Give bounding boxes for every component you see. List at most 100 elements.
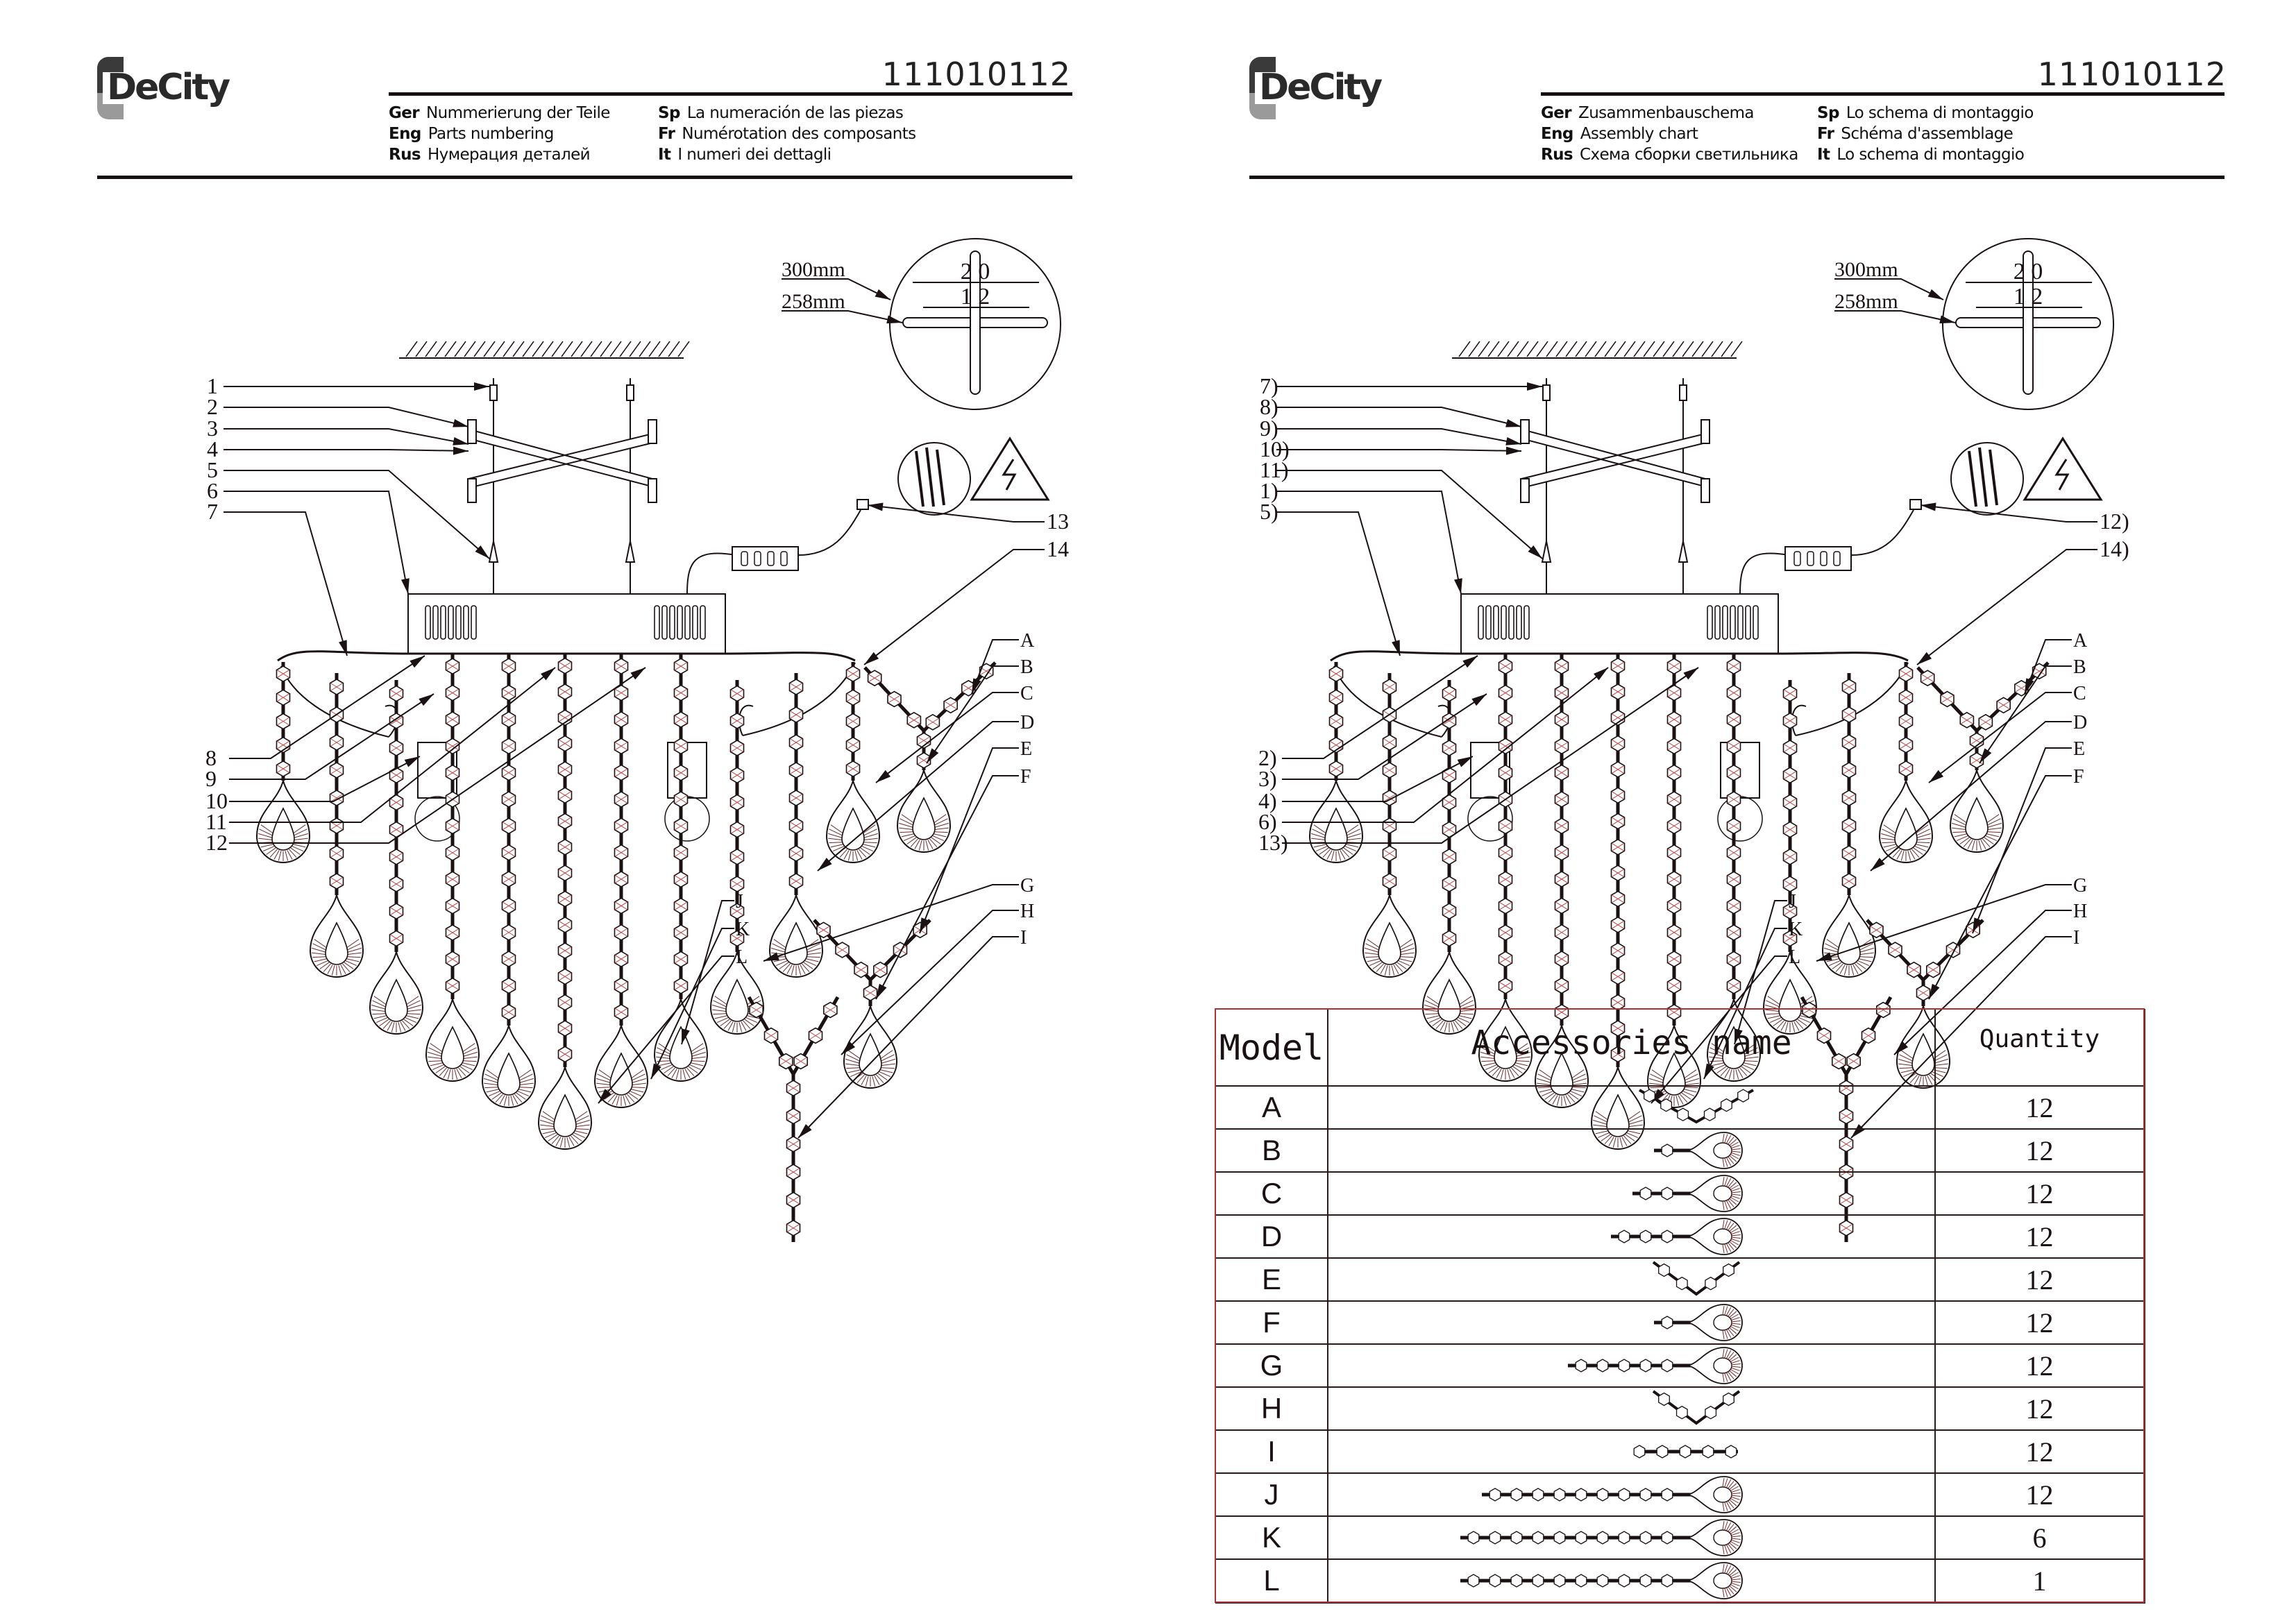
- teardrop-facet: [1567, 1094, 1576, 1103]
- teardrop-facet: [294, 838, 308, 841]
- teardrop-facet: [1900, 1050, 1914, 1060]
- teardrop-facet: [607, 1094, 616, 1103]
- bead-facet: [446, 901, 459, 910]
- bead-facet: [1611, 739, 1625, 748]
- teardrop-facet: [1784, 1022, 1789, 1033]
- teardrop-hole: [1713, 1486, 1732, 1503]
- bead-facet: [446, 688, 459, 697]
- teardrop-facet: [273, 850, 280, 860]
- teardrop-facet: [1722, 1157, 1725, 1168]
- bead-facet: [730, 798, 744, 807]
- teardrop-facet: [856, 1074, 865, 1083]
- bead-facet: [276, 764, 290, 773]
- teardrop-facet: [900, 831, 913, 833]
- teardrop-facet: [1902, 1071, 1915, 1078]
- arrowhead: [1528, 545, 1542, 559]
- bead-facet: [502, 768, 516, 777]
- teardrop-facet: [1369, 960, 1381, 967]
- teardrop-facet: [1372, 962, 1383, 969]
- part-label-10: 10: [205, 788, 228, 813]
- teardrop-facet: [1537, 1073, 1551, 1081]
- teardrop-facet: [1628, 1124, 1643, 1128]
- teardrop-facet: [1426, 1015, 1440, 1019]
- bead-facet: [1667, 928, 1681, 937]
- teardrop-facet: [1347, 829, 1360, 836]
- bead-facet: [1847, 1057, 1860, 1066]
- bead-facet: [389, 852, 403, 861]
- vent-slot: [463, 605, 469, 640]
- teardrop-facet: [1797, 1019, 1807, 1026]
- teardrop-facet: [1724, 1564, 1728, 1574]
- teardrop-facet: [1982, 838, 1991, 847]
- teardrop-facet: [1828, 960, 1841, 967]
- teardrop-facet: [829, 829, 843, 836]
- bead-facet: [1783, 880, 1797, 888]
- bead-facet: [614, 768, 628, 777]
- crystal-bead: [1467, 1531, 1480, 1545]
- ceiling-hatch: [629, 341, 641, 357]
- leader-line: [681, 900, 734, 1045]
- table-header-row: Model Accessories name Quantity: [1216, 1010, 2143, 1085]
- teardrop-facet: [1832, 962, 1842, 969]
- teardrop-facet: [1552, 1095, 1558, 1105]
- teardrop-facet: [519, 1082, 534, 1086]
- leader-line: [229, 655, 425, 759]
- ceiling-hatch: [668, 341, 680, 357]
- bead-facet: [1442, 689, 1456, 698]
- teardrop-facet: [1731, 1231, 1740, 1235]
- teardrop-facet: [484, 1087, 498, 1089]
- teardrop-facet: [1681, 1092, 1691, 1100]
- table-row: H 12: [1216, 1386, 2143, 1429]
- teardrop-facet: [347, 943, 361, 951]
- arrowhead: [419, 694, 434, 706]
- crystal-bead: [1661, 1531, 1673, 1545]
- bead-facet: [502, 875, 516, 883]
- teardrop-facet: [1916, 833, 1931, 838]
- bead-facet: [446, 662, 459, 671]
- teardrop-facet: [1572, 1087, 1586, 1089]
- teardrop-facet: [744, 1019, 754, 1026]
- teardrop-facet: [1985, 835, 1998, 842]
- teardrop-facet: [1730, 1314, 1739, 1319]
- teardrop-facet: [1311, 838, 1326, 841]
- letter-label-B: B: [1020, 656, 1033, 678]
- teardrop-facet: [879, 1050, 893, 1060]
- part-label-12: 12: [205, 830, 228, 855]
- teardrop-facet: [1728, 1543, 1734, 1552]
- teardrop-facet: [1744, 1051, 1759, 1057]
- teardrop-facet: [491, 1092, 502, 1100]
- bead-facet: [330, 794, 344, 802]
- bead-facet: [276, 717, 290, 726]
- leader-line: [1920, 504, 2097, 522]
- teardrop-facet: [1485, 1064, 1497, 1071]
- teardrop-facet: [1724, 1545, 1728, 1554]
- arrowhead: [1734, 1028, 1743, 1044]
- teardrop-facet: [1729, 1370, 1737, 1377]
- teardrop-facet: [597, 1087, 611, 1089]
- arrowhead: [1980, 748, 1992, 763]
- arrowhead: [927, 748, 939, 763]
- teardrop-facet: [1728, 1069, 1732, 1080]
- crystal-bead: [1705, 1276, 1717, 1291]
- teardrop-facet: [1460, 1009, 1474, 1012]
- arm-curve: [1333, 662, 1909, 738]
- teardrop-facet: [1850, 965, 1855, 976]
- teardrop-facet: [443, 1069, 449, 1078]
- rod-anchor: [1542, 384, 1551, 401]
- bead-facet: [846, 670, 860, 679]
- teardrop-facet: [881, 1067, 895, 1069]
- teardrop-facet: [1722, 1219, 1725, 1230]
- teardrop-facet: [289, 849, 297, 858]
- teardrop-facet: [1722, 1176, 1725, 1187]
- bead-facet: [1499, 955, 1512, 964]
- teardrop-facet: [1365, 956, 1379, 958]
- teardrop-facet: [847, 1050, 861, 1060]
- bead-facet: [674, 795, 688, 804]
- accessory-beads-icon: [1633, 1445, 1738, 1459]
- teardrop-facet: [1722, 1373, 1725, 1383]
- teardrop-facet: [1730, 1369, 1739, 1375]
- teardrop-facet: [803, 962, 813, 969]
- teardrop-facet: [1915, 824, 1929, 834]
- bead-facet: [1979, 717, 1992, 726]
